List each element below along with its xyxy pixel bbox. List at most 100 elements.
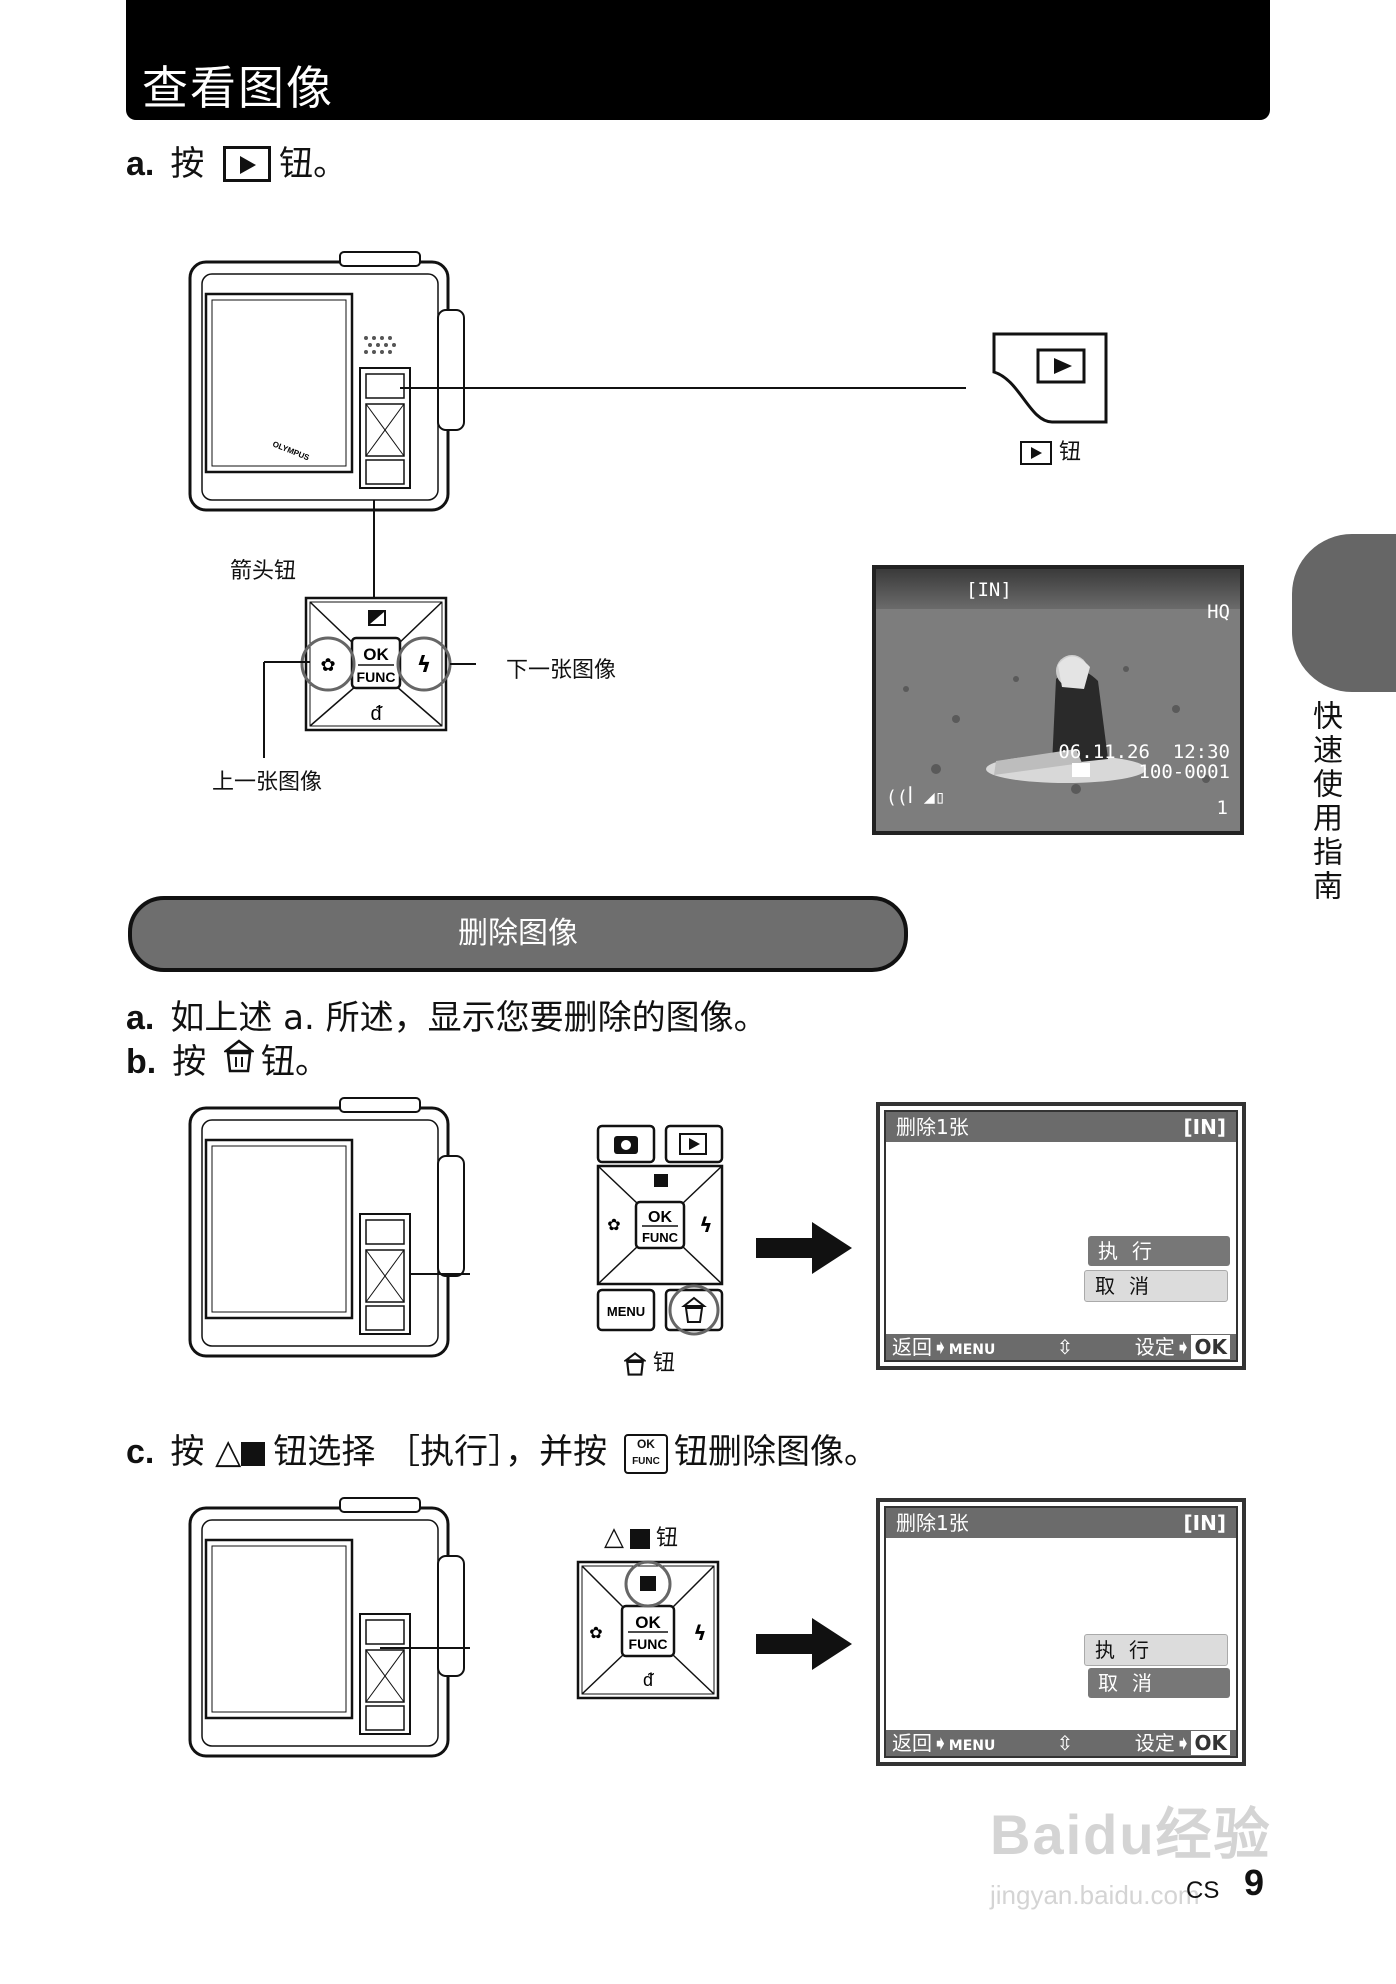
dpad-up-highlight: OK FUNC ✿ ϟ ᵭ [576, 1560, 720, 1700]
up-caption-text: 钮 [656, 1526, 679, 1551]
photo-file-number: 100-0001 [1138, 761, 1230, 783]
watermark-url: jingyan.baidu.com [990, 1880, 1200, 1910]
lcd2-back-label: 返回 [892, 1731, 932, 1755]
prev-leader-line [263, 661, 310, 758]
erase-step-b: b. 按 钮。 [126, 1034, 329, 1083]
view-step-a-post: 钮。 [279, 144, 348, 184]
erase-screen-2: 删除1张 [IN] 执行 取消 返回➧MENU ⇳ 设定➧OK [876, 1498, 1246, 1766]
trash-caption-text: 钮 [653, 1351, 676, 1376]
lcd2-option-cancel[interactable]: 取消 [1088, 1668, 1230, 1698]
play-caption-text: 钮 [1059, 440, 1082, 465]
erase-step-c-pre: 按 [170, 1432, 205, 1472]
up-triangle-icon: △ [215, 1432, 242, 1472]
sidebar-tab-label: 快速使用指南 [1307, 700, 1342, 904]
arrow-right-icon-2 [756, 1618, 852, 1670]
next-image-caption: 下一张图像 [506, 658, 617, 683]
play-icon [1020, 441, 1052, 465]
file-icon [1072, 763, 1090, 777]
lcd1-back-label: 返回 [892, 1335, 932, 1359]
svg-text:✿: ✿ [589, 1623, 602, 1642]
erase-step-b-letter: b. [126, 1043, 157, 1081]
ok-key-text: OK [636, 1436, 655, 1451]
exposure-caption-icon [630, 1529, 650, 1549]
func-key-text: FUNC [632, 1455, 660, 1467]
lcd2-set-label: 设定 [1134, 1731, 1175, 1755]
lcd1-title: 删除1张 [896, 1115, 969, 1139]
prev-image-caption: 上一张图像 [212, 770, 323, 795]
lcd1-option-cancel[interactable]: 取消 [1084, 1270, 1228, 1302]
erase-step-a: a. 如上述 a. 所述，显示您要删除的图像。 [126, 990, 768, 1039]
svg-text:ϟ: ϟ [693, 1621, 706, 1645]
lcd2-footer: 返回➧MENU ⇳ 设定➧OK [886, 1730, 1236, 1756]
up-triangle-caption-icon: △ [604, 1522, 624, 1552]
erase-step-b-post: 钮。 [261, 1042, 330, 1082]
lcd2-updown-icon: ⇳ [1056, 1731, 1074, 1755]
func-label: FUNC [357, 669, 396, 685]
func-label-3: FUNC [629, 1636, 668, 1652]
erase-step-c-post: 钮删除图像。 [673, 1432, 878, 1472]
lcd2-option-execute[interactable]: 执行 [1084, 1634, 1228, 1666]
photo-memory: [IN] [966, 579, 1012, 601]
photo-frame-count: 1 [1216, 797, 1228, 819]
svg-text:✿: ✿ [607, 1215, 620, 1234]
erase-step-c-mid: 钮选择 ［执行］，并按 [273, 1432, 608, 1472]
trash-icon [222, 1039, 256, 1082]
lcd1-set-label: 设定 [1134, 1335, 1175, 1359]
lcd1-option-execute[interactable]: 执行 [1088, 1236, 1230, 1266]
camera-back-illustration: OLYMPUS [188, 251, 465, 512]
exposure-icon [241, 1441, 266, 1466]
lcd1-back-key: MENU [948, 1342, 996, 1358]
menu-label: MENU [607, 1304, 645, 1319]
svg-text:✿: ✿ [320, 655, 335, 676]
ok-func-key-icon: OK FUNC [623, 1433, 668, 1474]
arrow-right-icon [756, 1222, 852, 1274]
lcd2-back-key: MENU [948, 1738, 996, 1754]
ok-label-2: OK [648, 1209, 672, 1226]
svg-text:ᵭ: ᵭ [643, 1670, 654, 1691]
sidebar-tab [1292, 534, 1396, 692]
arrow-pad-caption: 箭头钮 [230, 559, 297, 584]
trash-button-caption: 钮 [622, 1345, 676, 1377]
photo-quality: HQ [1207, 601, 1230, 623]
erase-screen-1: 删除1张 [IN] 执行 取消 返回➧MENU ⇳ 设定➧OK [876, 1102, 1246, 1370]
erase-step-b-pre: 按 [172, 1042, 207, 1082]
erase-step-c: c. 按 △ 钮选择 ［执行］，并按 OK FUNC 钮删除图像。 [126, 1424, 878, 1474]
page-number: 9 [1244, 1862, 1265, 1903]
svg-text:ϟ: ϟ [417, 653, 432, 678]
ok-label: OK [363, 645, 389, 664]
svg-text:ᵭ: ᵭ [370, 701, 383, 725]
svg-text:ϟ: ϟ [699, 1213, 712, 1237]
lcd2-memory: [IN] [1183, 1511, 1226, 1535]
page-title: 查看图像 [142, 61, 334, 115]
lcd1-header: 删除1张 [IN] [886, 1112, 1236, 1142]
view-step-a: a.按 钮。 [126, 136, 347, 185]
lcd2-set-key: OK [1191, 1731, 1230, 1755]
footer-lang: CS [1186, 1877, 1220, 1904]
lcd1-footer: 返回➧MENU ⇳ 设定➧OK [886, 1334, 1236, 1360]
play-button-callout [992, 332, 1108, 424]
section-title-erase: 删除图像 [128, 896, 908, 972]
lcd2-title: 删除1张 [896, 1511, 969, 1535]
lcd1-updown-icon: ⇳ [1056, 1335, 1074, 1359]
control-cluster-trash: OK FUNC ✿ ϟ MENU [596, 1124, 724, 1336]
lcd2-header: 删除1张 [IN] [886, 1508, 1236, 1538]
ok-label-3: OK [635, 1613, 661, 1632]
play-button-caption: 钮 [1020, 434, 1081, 466]
func-label-2: FUNC [642, 1230, 679, 1245]
playback-photo-screen: [IN] HQ 06.11.26 12:30 100-0001 ((ꟾ ◢▯ 1 [872, 565, 1244, 835]
photo-datetime: 06.11.26 12:30 [1058, 741, 1230, 763]
watermark-logo: Baidu经验 [990, 1803, 1272, 1866]
photo-scene [876, 569, 1240, 831]
up-button-caption: △钮 [604, 1520, 678, 1552]
erase-step-a-text: 如上述 a. 所述，显示您要删除的图像。 [170, 998, 768, 1038]
play-key-icon [223, 145, 272, 182]
erase-step-c-letter: c. [126, 1433, 155, 1471]
battery-icon: ((ꟾ ◢▯ [886, 787, 946, 808]
page-title-bar [126, 0, 1270, 120]
view-step-a-pre: 按 [170, 144, 205, 184]
camera-back-illustration-3 [188, 1497, 470, 1758]
lcd1-memory: [IN] [1183, 1115, 1226, 1139]
lcd1-set-key: OK [1191, 1335, 1230, 1359]
erase-step-a-letter: a. [126, 999, 155, 1037]
arrow-pad-diagram: OK FUNC ᵭ ✿ ϟ [300, 596, 476, 732]
